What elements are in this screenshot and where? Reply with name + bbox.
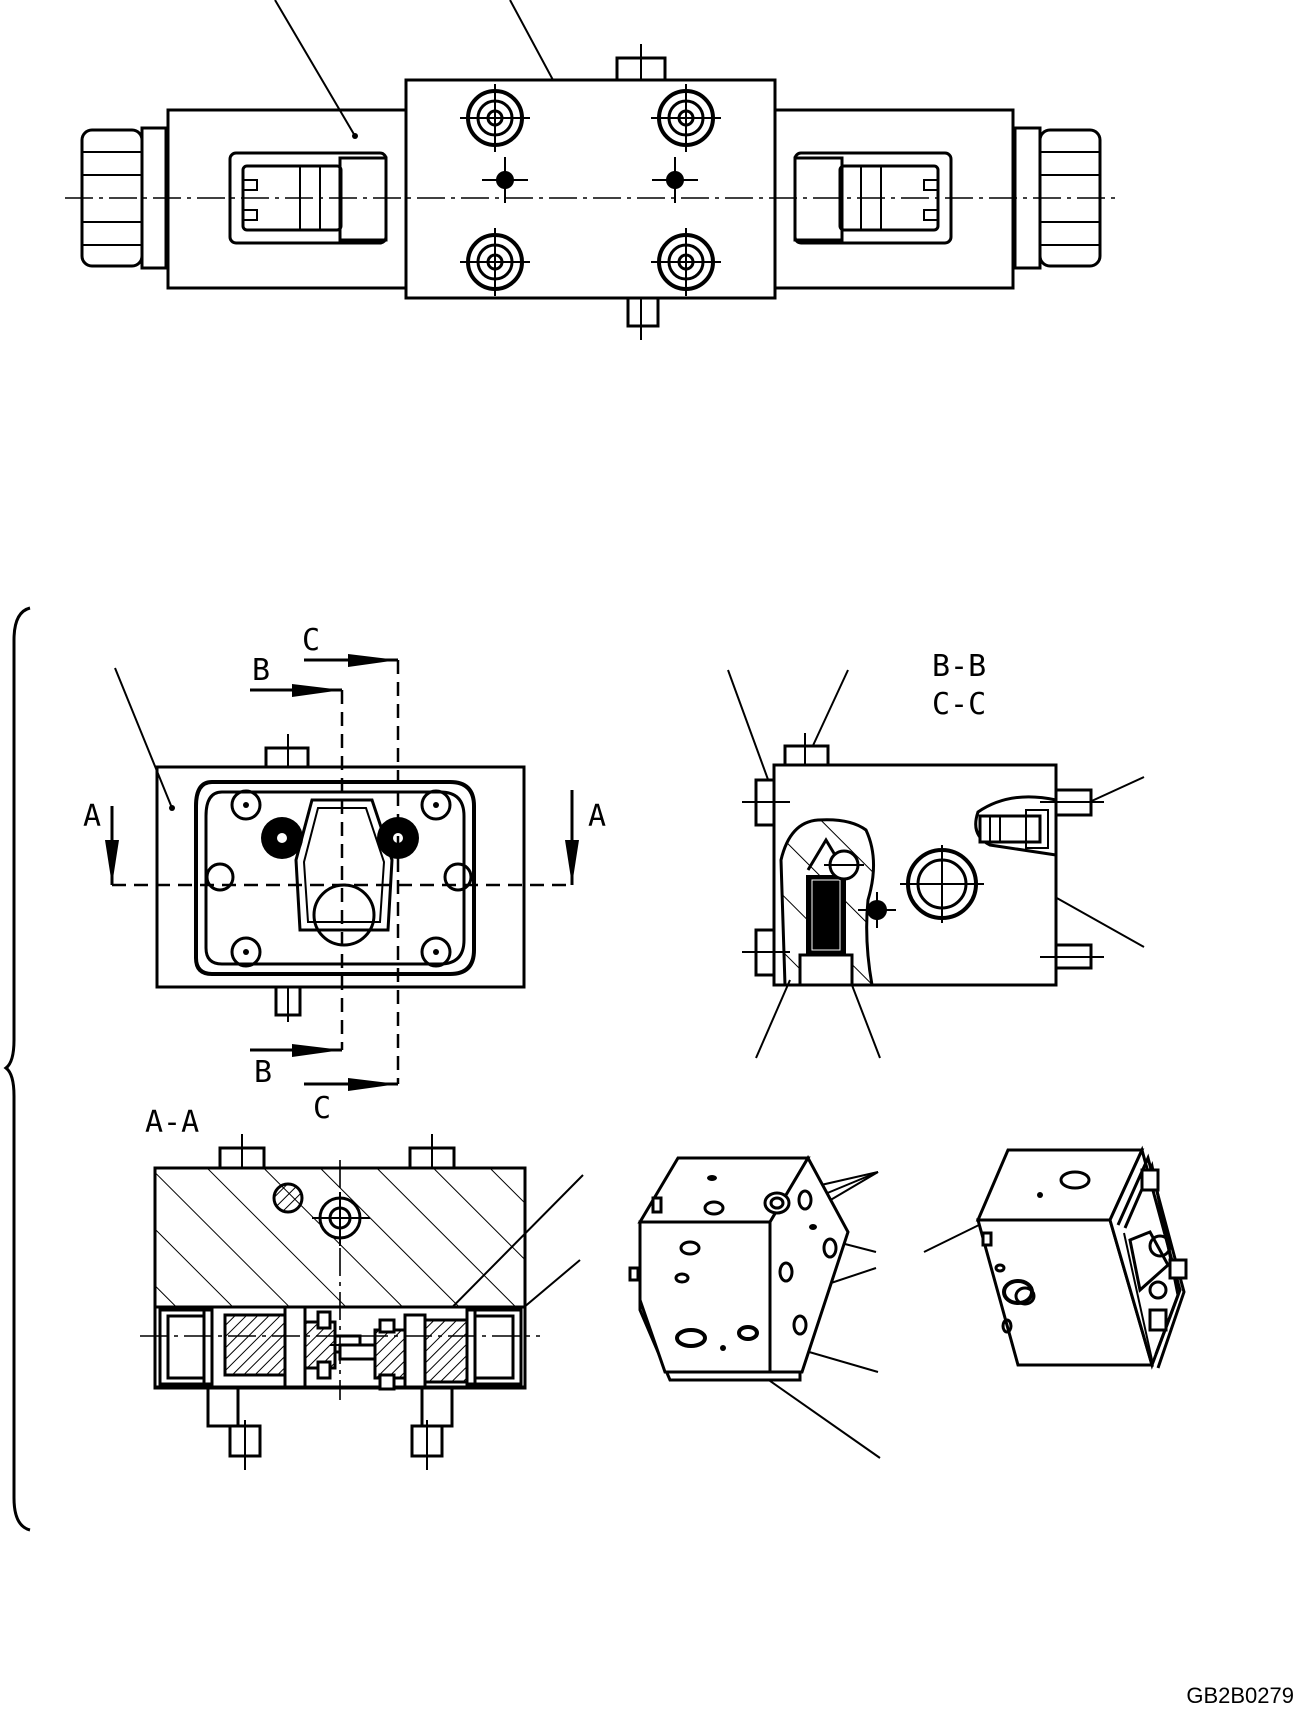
section-label-c-bottom: C [313, 1091, 331, 1126]
section-label-a-left: A [83, 799, 101, 834]
section-view-aa: A-A [140, 1105, 584, 1470]
top-view-solenoid-valve [65, 0, 1118, 340]
drawing-code: GB2B0279 [1186, 1683, 1294, 1708]
section-label-b-top: B [252, 653, 270, 688]
mounting-bolt [460, 84, 530, 152]
mounting-bolt [460, 228, 530, 296]
mounting-bolt [651, 84, 721, 152]
mounting-bolt [651, 228, 721, 296]
view-title-aa: A-A [145, 1105, 199, 1140]
isometric-manifold-block [628, 1154, 881, 1459]
view-title-bb: B-B [932, 649, 986, 684]
isometric-manifold-with-valve [923, 1145, 1188, 1370]
section-view-bb-cc: B-B C-C [727, 649, 1145, 1059]
view-title-cc: C-C [932, 687, 986, 722]
manifold-face-view: A A B B C C [83, 623, 606, 1126]
section-label-c-top: C [302, 623, 320, 658]
grouping-brace [3, 606, 31, 1532]
section-label-a-right: A [588, 799, 606, 834]
section-label-b-bottom: B [254, 1055, 272, 1090]
